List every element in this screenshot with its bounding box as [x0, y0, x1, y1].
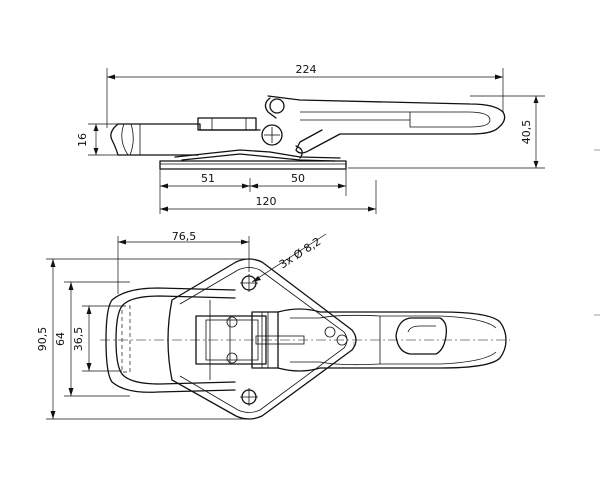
side-view: 224 16 40,5: [76, 63, 545, 214]
pivot-pin-icon: [264, 127, 280, 143]
dim-base-segments: 51 50 120: [159, 169, 377, 214]
hole-top-icon: [240, 274, 258, 292]
dim-text-body-height: 16: [76, 133, 89, 147]
dim-text-hole-spec: 3x Ø 8,2: [277, 235, 323, 271]
dim-top-hook-height: 64: [54, 281, 130, 397]
top-wire-hook: [105, 287, 236, 393]
dim-total-height: 40,5: [348, 95, 545, 169]
top-view: 76,5 3x Ø 8,2 90,5 64: [36, 230, 510, 420]
dim-text-total-height: 40,5: [520, 120, 533, 145]
dim-overall-length: 224: [106, 63, 504, 128]
dim-hole-spec: 3x Ø 8,2: [251, 233, 327, 283]
dim-text-top-hook-height: 64: [54, 332, 67, 346]
dim-text-hook-offset: 76,5: [172, 230, 197, 243]
dim-top-total-height: 90,5: [36, 258, 249, 420]
dim-text-base-left: 51: [201, 172, 215, 185]
dim-text-overall-length: 224: [296, 63, 317, 76]
dim-text-top-total-height: 90,5: [36, 327, 49, 352]
dim-text-base-length: 120: [256, 195, 277, 208]
rivet-marking-icon: ☐: [324, 326, 357, 346]
svg-text:☐: ☐: [352, 342, 357, 346]
dim-hook-offset: 76,5: [117, 230, 250, 294]
dim-body-height: 16: [76, 123, 118, 156]
side-latch-body: [110, 95, 506, 170]
dim-top-hole-spacing: 36,5: [72, 305, 122, 372]
top-lever: ☐: [195, 308, 507, 372]
dim-text-top-hole-spacing: 36,5: [72, 327, 85, 352]
dim-text-base-right: 50: [291, 172, 305, 185]
hole-bottom-icon: [240, 388, 258, 406]
